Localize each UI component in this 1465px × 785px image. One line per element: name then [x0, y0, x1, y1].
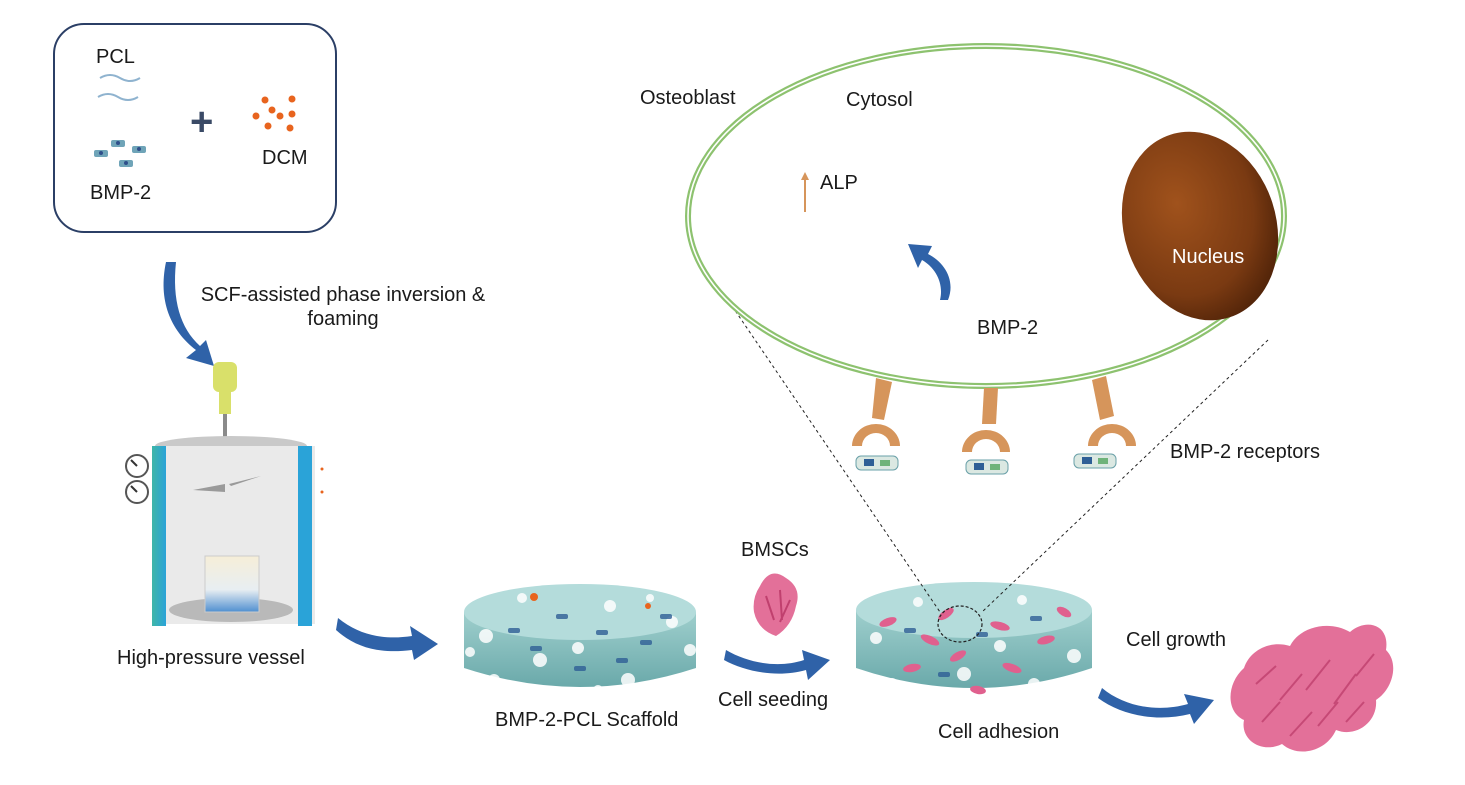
process-step-line1: SCF-assisted phase inversion & [200, 284, 486, 306]
zoom-guide-lines [731, 305, 1269, 613]
receptor-2 [962, 388, 1010, 475]
dcm-droplets-icon [252, 95, 296, 132]
nucleus-label: Nucleus [1172, 246, 1245, 268]
high-pressure-vessel [125, 362, 324, 626]
alp-up-arrow-icon [801, 172, 809, 212]
pcl-label: PCL [96, 46, 135, 68]
bmscs-cell-cluster [753, 573, 798, 636]
arrow-cell-growth [1098, 688, 1214, 724]
signal-curved-arrow-icon [908, 244, 951, 300]
cell-adhesion-label: Cell adhesion [938, 721, 1060, 743]
osteoblast-cell [685, 43, 1287, 389]
dcm-label: DCM [262, 147, 308, 169]
vessel-label: High-pressure vessel [117, 647, 305, 669]
bmp2-signal-label: BMP-2 [977, 317, 1039, 339]
cell-seeding-label: Cell seeding [718, 689, 829, 711]
nucleus [1121, 131, 1279, 321]
plus-symbol: + [190, 100, 214, 144]
bmp2-material-label: BMP-2 [90, 182, 152, 204]
bmp2-receptors-label: BMP-2 receptors [1170, 441, 1321, 463]
osteoblast-label: Osteoblast [640, 87, 736, 109]
process-step-label: SCF-assisted phase inversion & foaming [178, 283, 508, 331]
receptor-1 [852, 378, 900, 471]
bmp2-receptors [852, 376, 1136, 475]
cell-growth-mass [1230, 624, 1394, 752]
bmp2-pcl-scaffold [464, 584, 696, 695]
bmp2-ligand-icon [855, 455, 899, 471]
process-arrow-down [163, 262, 214, 366]
alp-label: ALP [820, 172, 858, 194]
process-step-line2: foaming [307, 308, 379, 330]
cell-growth-label: Cell growth [1126, 629, 1227, 651]
pressure-gauge-icon [125, 454, 149, 504]
receptor-3 [1073, 376, 1136, 469]
zoom-region-outline [937, 605, 983, 643]
pcl-strands-icon [97, 74, 141, 101]
bmp2-ligand-icon [965, 459, 1009, 475]
cytosol-label: Cytosol [846, 89, 913, 111]
bmp2-protein-icon [94, 140, 146, 167]
materials-box [53, 23, 337, 233]
bmp2-ligand-icon [1073, 453, 1117, 469]
cell-adhesion-scaffold [856, 582, 1092, 695]
scaffold-label: BMP-2-PCL Scaffold [495, 709, 679, 731]
bmscs-label: BMSCs [741, 539, 809, 561]
arrow-cell-seeding [724, 650, 830, 680]
arrow-to-scaffold [336, 618, 438, 660]
